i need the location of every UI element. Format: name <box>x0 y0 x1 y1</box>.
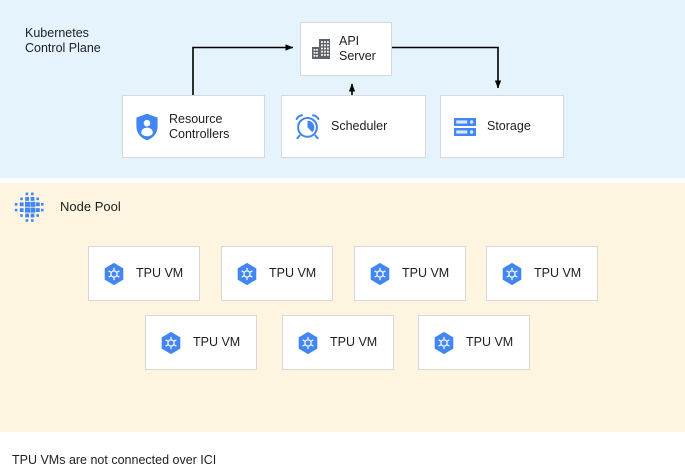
diagram-caption: TPU VMs are not connected over ICI <box>12 453 217 467</box>
tpu-vm-card[interactable]: TPU VM <box>486 246 598 301</box>
kubernetes-hexagon-icon <box>369 262 391 286</box>
tpu-vm-label: TPU VM <box>330 335 378 349</box>
building-icon <box>311 38 331 60</box>
tpu-vm-card[interactable]: TPU VM <box>145 315 257 370</box>
node-pool-title: Node Pool <box>60 199 121 214</box>
scheduler-node[interactable]: Scheduler <box>281 95 426 158</box>
tpu-vm-label: TPU VM <box>269 266 317 280</box>
tpu-vm-card[interactable]: TPU VM <box>282 315 394 370</box>
alarm-clock-icon <box>294 113 321 140</box>
shield-person-icon <box>135 113 159 141</box>
storage-node[interactable]: Storage <box>440 95 564 158</box>
tpu-vm-card[interactable]: TPU VM <box>354 246 466 301</box>
server-storage-icon <box>453 115 477 139</box>
tpu-vm-card[interactable]: TPU VM <box>418 315 530 370</box>
resource-controllers-node[interactable]: Resource Controllers <box>122 95 265 158</box>
storage-label: Storage <box>487 119 531 133</box>
kubernetes-hexagon-icon <box>236 262 258 286</box>
tpu-vm-label: TPU VM <box>534 266 582 280</box>
tpu-vm-label: TPU VM <box>466 335 514 349</box>
tpu-vm-card[interactable]: TPU VM <box>88 246 200 301</box>
api-server-node[interactable]: API Server <box>300 22 392 76</box>
kubernetes-hexagon-icon <box>103 262 125 286</box>
node-pool-dots-icon <box>13 192 45 229</box>
scheduler-label: Scheduler <box>331 119 388 133</box>
api-server-label: API Server <box>339 34 376 63</box>
control-plane-title: Kubernetes Control Plane <box>25 26 101 55</box>
kubernetes-hexagon-icon <box>433 331 455 355</box>
kubernetes-hexagon-icon <box>160 331 182 355</box>
kubernetes-hexagon-icon <box>297 331 319 355</box>
node-pool-panel <box>0 183 685 432</box>
kubernetes-hexagon-icon <box>501 262 523 286</box>
tpu-vm-card[interactable]: TPU VM <box>221 246 333 301</box>
tpu-vm-label: TPU VM <box>402 266 450 280</box>
resource-controllers-label: Resource Controllers <box>169 111 230 141</box>
tpu-vm-label: TPU VM <box>136 266 184 280</box>
tpu-vm-label: TPU VM <box>193 335 241 349</box>
